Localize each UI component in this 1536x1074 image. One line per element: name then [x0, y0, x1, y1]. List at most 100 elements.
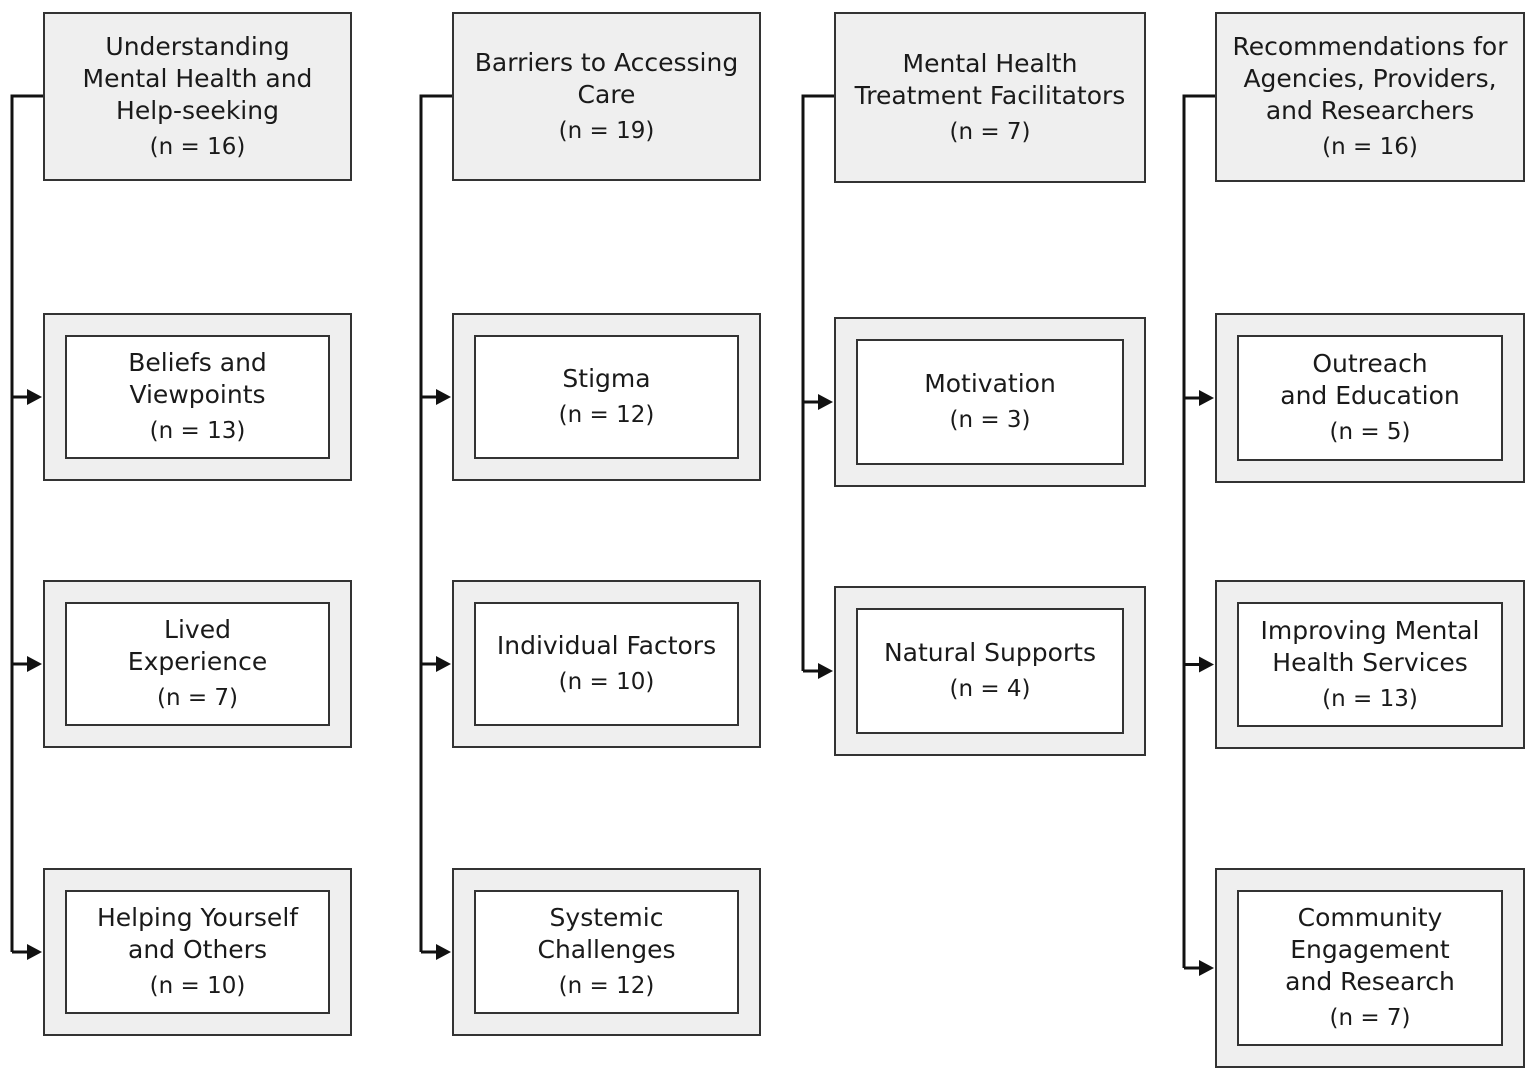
subtheme-text: Motivation (n = 3): [858, 341, 1122, 463]
arrowhead-icon: [27, 656, 42, 672]
subtheme-text: Natural Supports (n = 4): [858, 610, 1122, 732]
column-connector: [1182, 94, 1215, 976]
subtheme-count: (n = 12): [558, 402, 655, 428]
subtheme-count: (n = 7): [156, 685, 239, 711]
subtheme-label-line: Experience: [127, 647, 268, 676]
subtheme-box: Individual Factors (n = 10): [452, 580, 761, 748]
subtheme-count: (n = 12): [558, 973, 655, 999]
theme-count: (n = 16): [149, 133, 246, 160]
subtheme-inner-box: Outreach and Education (n = 5): [1237, 335, 1503, 461]
column-connector: [10, 94, 43, 960]
subtheme-label-line: and Others: [128, 935, 267, 964]
theme-label-line: Care: [577, 79, 636, 109]
subtheme-label-line: Engagement: [1290, 935, 1450, 964]
arrowhead-icon: [818, 394, 833, 410]
subtheme-count: (n = 4): [949, 676, 1031, 702]
subtheme-label-line: Beliefs and: [128, 348, 267, 377]
subtheme-label-line: Community: [1297, 903, 1443, 932]
subtheme-text: Stigma (n = 12): [476, 337, 737, 457]
subtheme-count: (n = 10): [149, 973, 246, 999]
subtheme-label-line: Natural Supports: [883, 638, 1096, 667]
subtheme-inner-box: Stigma (n = 12): [474, 335, 739, 459]
subtheme-box: Helping Yourself and Others (n = 10): [43, 868, 352, 1036]
arrowhead-icon: [1199, 960, 1214, 976]
theme-label-line: Mental Health: [902, 48, 1078, 78]
subtheme-inner-box: Helping Yourself and Others (n = 10): [65, 890, 330, 1014]
subtheme-label-line: Stigma: [562, 364, 651, 393]
subtheme-label-line: Improving Mental: [1260, 615, 1480, 645]
subtheme-label-line: Systemic: [549, 903, 664, 932]
column-connector: [801, 94, 834, 679]
subtheme-count: (n = 13): [149, 418, 246, 444]
subtheme-count: (n = 13): [1322, 685, 1418, 712]
arrowhead-icon: [818, 663, 833, 679]
subtheme-label-line: Challenges: [537, 935, 676, 964]
arrowhead-icon: [1199, 390, 1214, 406]
arrowhead-icon: [436, 389, 451, 405]
subtheme-count: (n = 5): [1329, 419, 1411, 445]
subtheme-label-line: and Education: [1280, 381, 1460, 410]
subtheme-inner-box: Individual Factors (n = 10): [474, 602, 739, 726]
theme-label-line: Agencies, Providers,: [1243, 64, 1497, 93]
theme-label-line: Barriers to Accessing: [474, 47, 739, 77]
subtheme-label-line: Outreach: [1312, 349, 1428, 378]
arrowhead-icon: [1199, 656, 1214, 673]
arrowhead-icon: [436, 656, 451, 672]
theme-label-line: Treatment Facilitators: [854, 80, 1126, 110]
subtheme-label-line: Individual Factors: [496, 631, 717, 660]
subtheme-inner-box: Motivation (n = 3): [856, 339, 1124, 465]
theme-label-line: and Researchers: [1265, 96, 1475, 125]
subtheme-label-line: Motivation: [924, 369, 1056, 398]
subtheme-text: Outreach and Education (n = 5): [1239, 337, 1501, 459]
subtheme-box: Outreach and Education (n = 5): [1215, 313, 1525, 483]
subtheme-box: Motivation (n = 3): [834, 317, 1146, 487]
theme-count: (n = 16): [1322, 134, 1418, 160]
subtheme-count: (n = 7): [1329, 1005, 1411, 1031]
column-connector: [419, 94, 452, 960]
subtheme-label-line: Health Services: [1272, 647, 1468, 677]
arrowhead-icon: [27, 389, 42, 405]
subtheme-box: Stigma (n = 12): [452, 313, 761, 481]
subtheme-text: Helping Yourself and Others (n = 10): [67, 892, 328, 1012]
subtheme-label-line: Viewpoints: [129, 380, 266, 409]
theme-label-line: Understanding: [105, 31, 290, 61]
arrowhead-icon: [436, 944, 451, 960]
arrowhead-icon: [27, 944, 42, 960]
theme-label-line: Help-seeking: [116, 95, 279, 125]
theme-label-line: Recommendations for: [1232, 32, 1508, 61]
theme-label-line: Mental Health and: [82, 63, 313, 93]
subtheme-count: (n = 3): [949, 407, 1031, 433]
subtheme-text: Individual Factors (n = 10): [476, 604, 737, 724]
subtheme-label-line: Lived: [164, 615, 231, 644]
subtheme-label-line: Helping Yourself: [96, 903, 299, 932]
subtheme-count: (n = 10): [558, 669, 655, 695]
theme-count: (n = 7): [949, 118, 1031, 145]
subtheme-label-line: and Research: [1285, 967, 1455, 996]
subtheme-box: Natural Supports (n = 4): [834, 586, 1146, 756]
